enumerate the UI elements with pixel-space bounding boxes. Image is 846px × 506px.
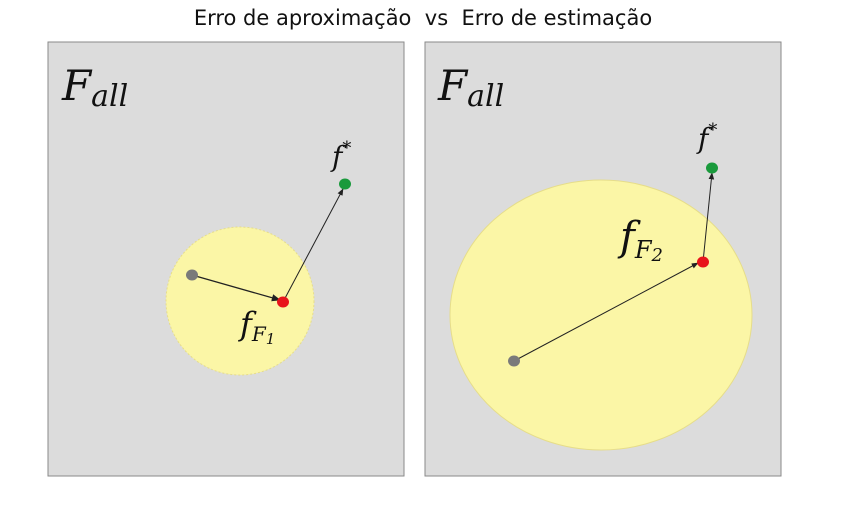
title-left: Erro de aproximação	[193, 6, 412, 30]
target-point-right	[706, 162, 718, 174]
estimation-arrow-left	[191, 274, 281, 302]
estimation-arrow-right	[513, 262, 699, 362]
best-point-right	[697, 256, 709, 268]
hypothesis-set-left	[165, 226, 315, 376]
target-point-left	[339, 178, 351, 190]
best-label-right: fF2	[617, 214, 663, 266]
title-separator: vs	[424, 6, 449, 30]
approximation-arrow-left	[282, 188, 344, 303]
title-right: Erro de estimação	[461, 6, 653, 30]
figure-title: Erro de aproximação vs Erro de estimação	[0, 6, 846, 30]
space-label-left: Fall	[61, 61, 128, 114]
space-label-right: Fall	[437, 61, 504, 114]
start-point-left	[186, 269, 198, 281]
panel-left: Fall f* fF1	[47, 41, 405, 477]
approximation-arrow-right	[702, 172, 715, 263]
start-point-right	[508, 355, 520, 367]
best-point-left	[277, 296, 289, 308]
panel-right: Fall f* fF2	[424, 41, 782, 477]
